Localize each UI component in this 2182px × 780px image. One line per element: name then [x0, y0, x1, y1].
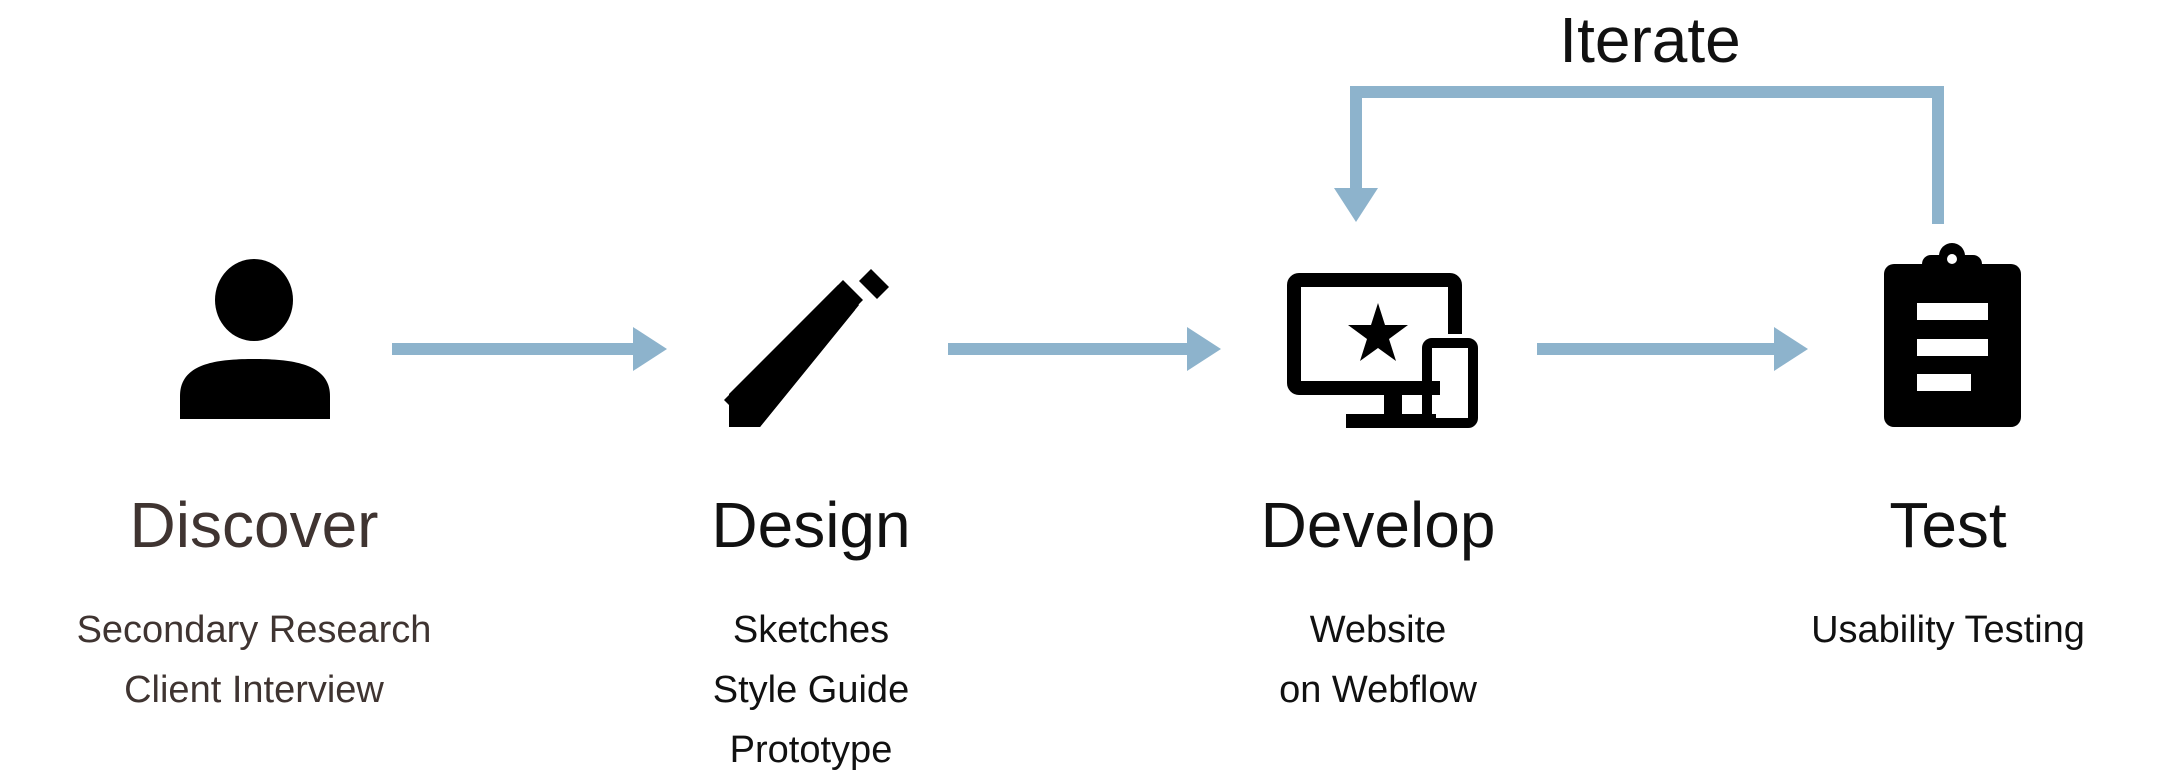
flow-arrow-design-develop [948, 327, 1221, 371]
stage-item: on Webflow [1279, 669, 1477, 711]
flow-arrow-discover-design [392, 327, 667, 371]
stage-item: Prototype [729, 729, 893, 771]
stage-title: Design [711, 489, 911, 561]
stage-item: Client Interview [124, 669, 384, 711]
stage-items: Secondary Research Client Interview [24, 600, 484, 720]
stage-item: Style Guide [712, 669, 910, 711]
stage-title: Test [1889, 489, 2007, 561]
stage-items: Website on Webflow [1148, 600, 1608, 720]
person-icon [180, 259, 330, 419]
stage-items: Usability Testing [1718, 600, 2178, 660]
flow-arrow-develop-test [1537, 327, 1808, 371]
clipboard-icon [1884, 243, 2021, 427]
stage-title: Discover [129, 489, 379, 561]
stage-title: Develop [1260, 489, 1496, 561]
pencil-icon [724, 269, 889, 427]
stage-item: Sketches [732, 609, 890, 651]
stage-item: Website [1309, 609, 1447, 651]
stage-item: Usability Testing [1811, 609, 2085, 651]
devices-icon [1287, 273, 1478, 428]
iterate-label: Iterate [1559, 4, 1741, 76]
stage-items: Sketches Style Guide Prototype [581, 600, 1041, 780]
stage-item: Secondary Research [76, 609, 432, 651]
iterate-loop-arrow [1334, 86, 1944, 224]
